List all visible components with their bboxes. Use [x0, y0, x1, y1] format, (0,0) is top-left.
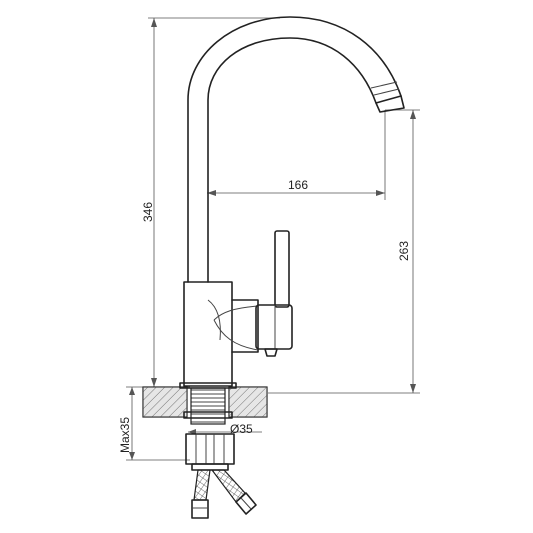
faucet-body [183, 281, 259, 387]
threaded-shank [183, 387, 233, 425]
dimension-max-thickness: Max35 [118, 386, 190, 461]
hole-diameter-label: Ø35 [230, 422, 253, 436]
countertop-section [142, 382, 268, 418]
spout-reach-label: 166 [288, 178, 308, 192]
mounting-nut [185, 433, 235, 471]
dimension-total-height: 346 [141, 17, 280, 388]
dimension-spout-reach: 166 [207, 110, 386, 200]
max-thickness-label: Max35 [118, 417, 132, 453]
dimension-spout-height: 263 [268, 109, 420, 394]
faucet-spout [187, 16, 405, 283]
spout-height-label: 263 [397, 241, 411, 261]
supply-hoses [191, 469, 257, 519]
total-height-label: 346 [141, 202, 155, 222]
faucet-handle [255, 230, 293, 357]
